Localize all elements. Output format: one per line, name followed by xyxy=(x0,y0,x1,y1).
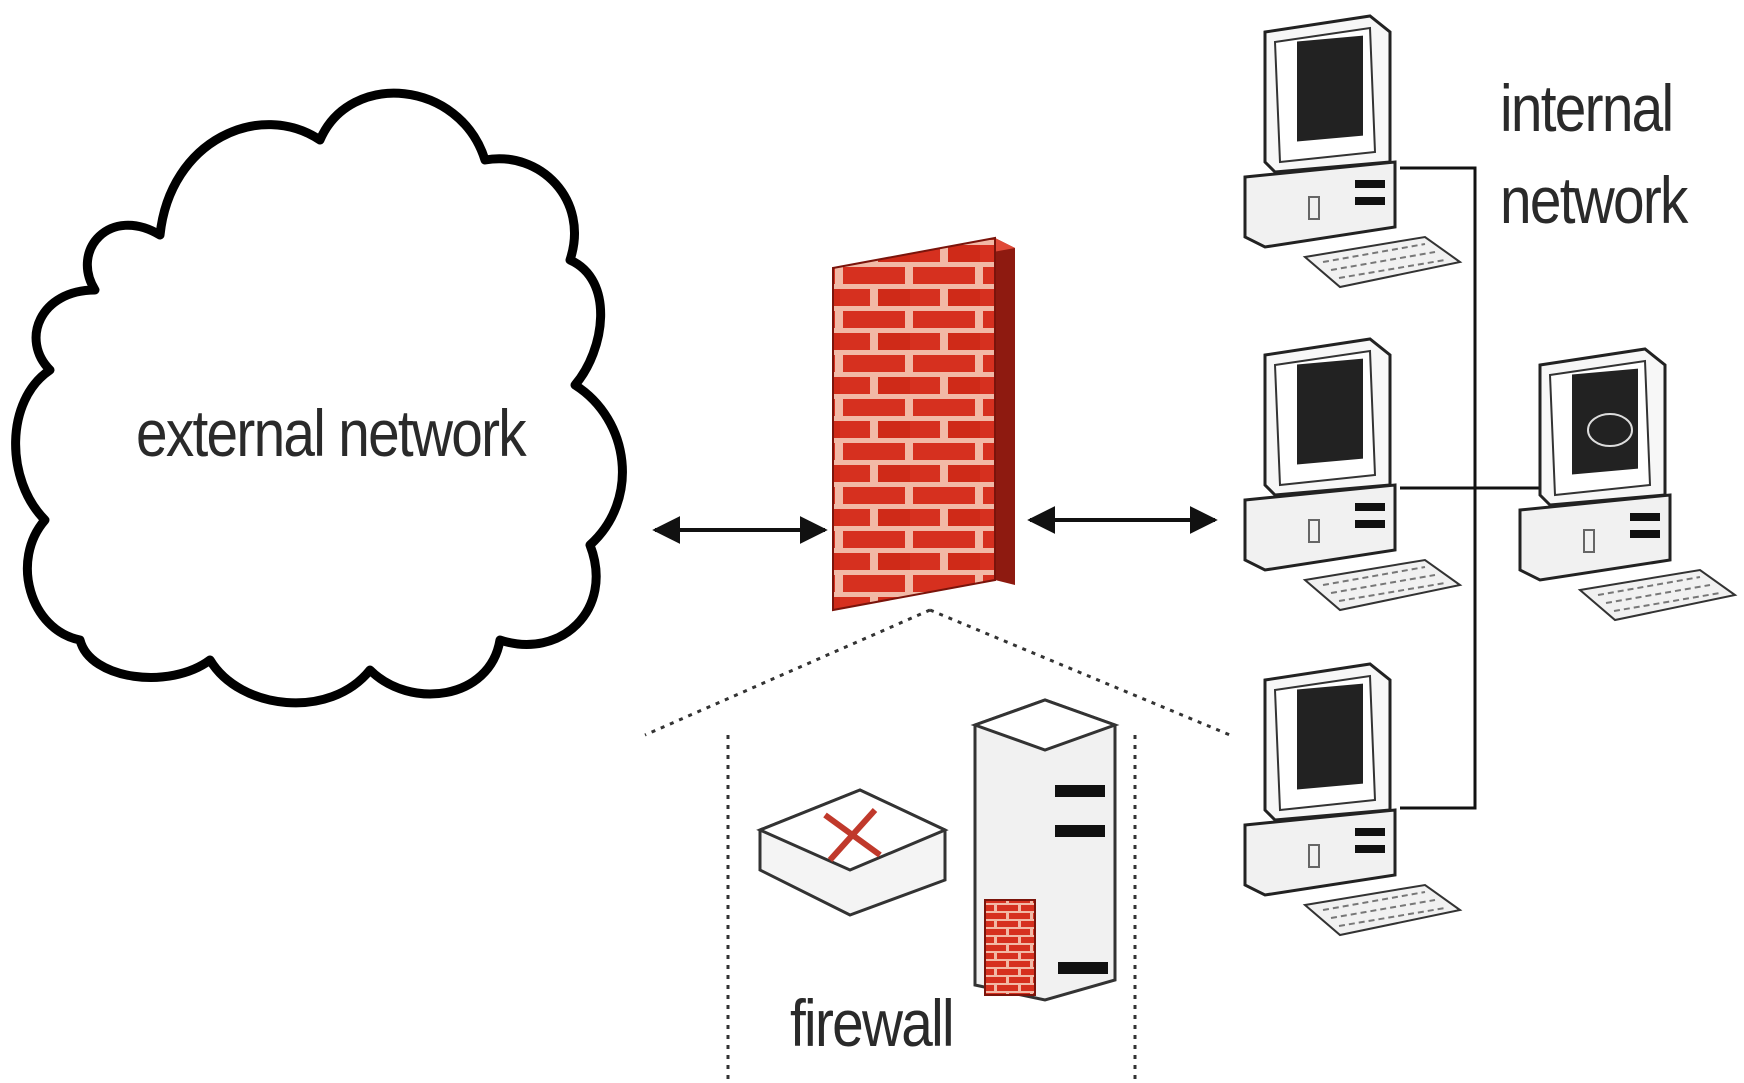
router-icon xyxy=(756,788,949,917)
internal-network-label-line2: network xyxy=(1500,163,1688,237)
internal-network-wiring xyxy=(1400,166,1550,810)
internal-network-label: internal network xyxy=(1500,62,1688,246)
firewall-detail-callout xyxy=(644,608,1231,1080)
screensaver-swirl xyxy=(1587,413,1633,447)
server-tower-icon xyxy=(970,698,1120,1002)
cloud-icon xyxy=(11,88,627,708)
desktop-computer-icon xyxy=(1518,347,1737,622)
brick-wall-icon xyxy=(832,236,1015,612)
desktop-computer-icon xyxy=(1243,662,1462,937)
internal-network-label-line1: internal xyxy=(1500,71,1674,145)
desktop-computer-icon xyxy=(1243,337,1462,612)
external-network-label: external network xyxy=(136,396,527,470)
firewall-label: firewall xyxy=(790,986,955,1060)
desktop-computer-icon xyxy=(1243,14,1462,289)
